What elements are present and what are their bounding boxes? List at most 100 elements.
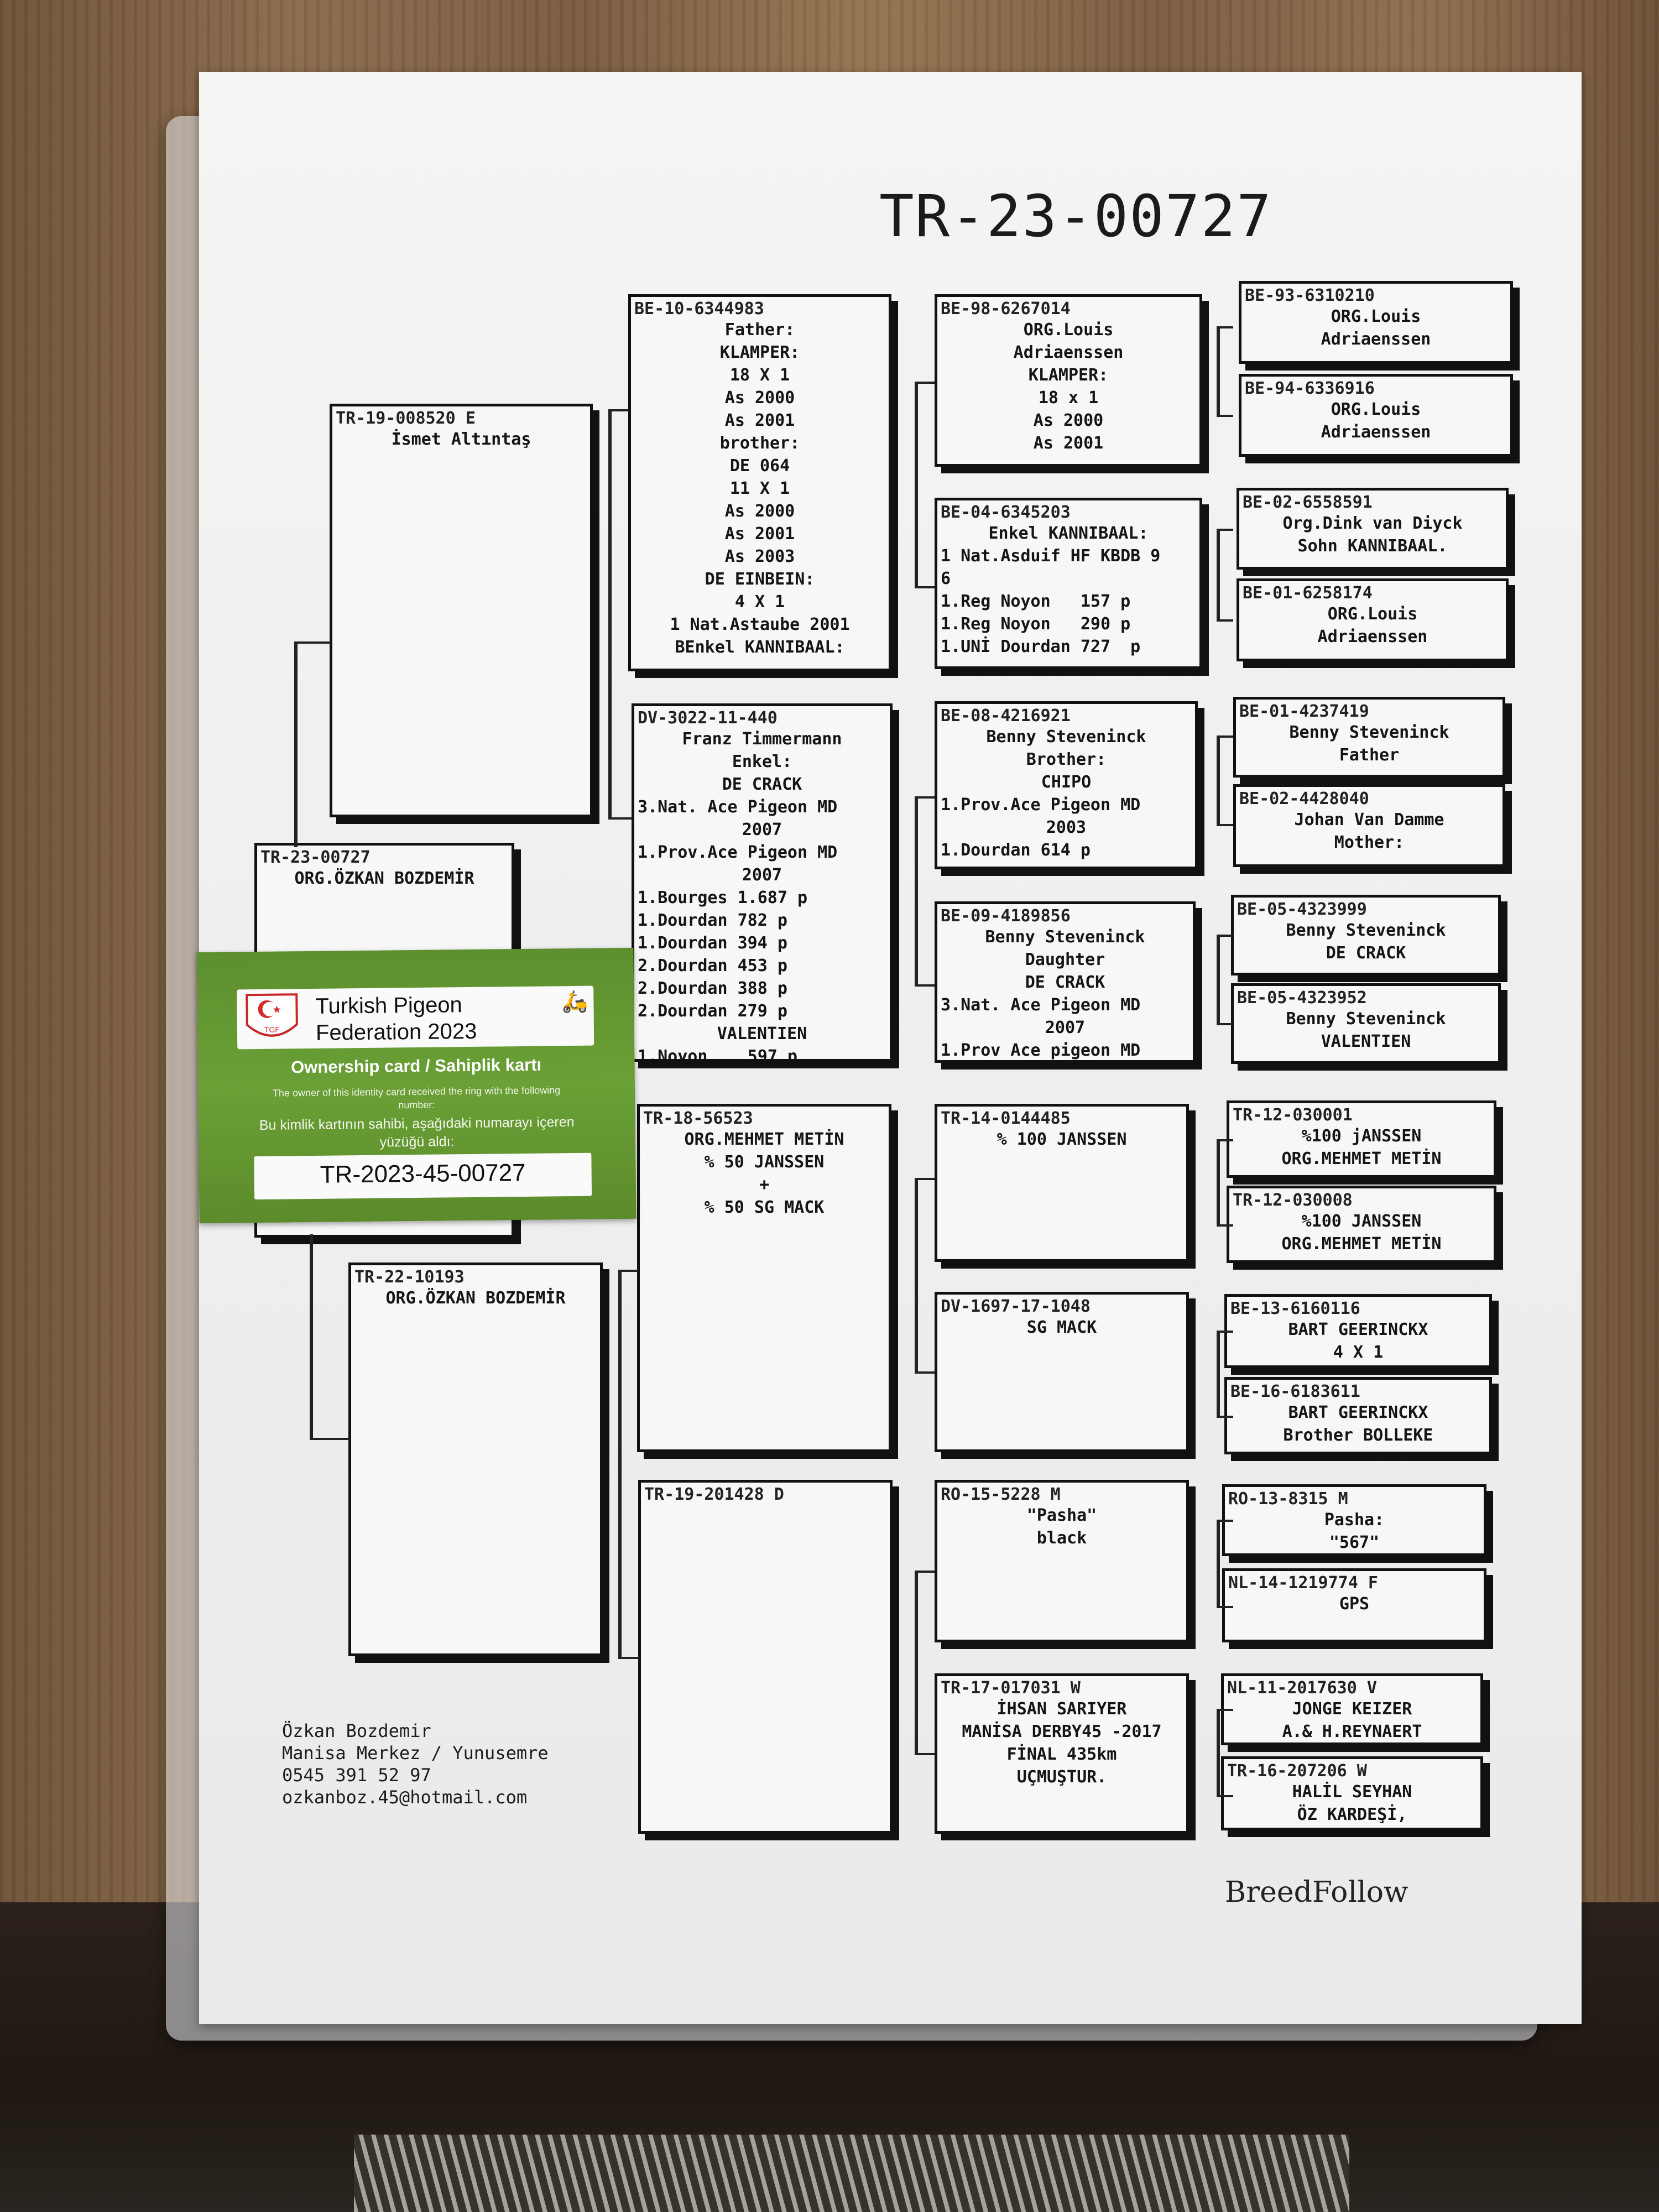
- note-line: "567": [1329, 1533, 1380, 1552]
- note-line: As 2001: [1033, 434, 1104, 453]
- ring-number: BE-94-6336916: [1245, 379, 1375, 398]
- logo-text: TGF: [264, 1025, 280, 1034]
- card-english-text: The owner of this identity card received…: [272, 1084, 561, 1111]
- note-line: 1.Dourdan 782 p: [638, 911, 787, 930]
- note-line: UÇMUŞTUR.: [1016, 1767, 1107, 1787]
- connector-line: [1217, 935, 1233, 937]
- note-line: As 2001: [724, 524, 795, 544]
- connector-line: [915, 1178, 918, 1371]
- connector-line: [1217, 1331, 1233, 1333]
- note-line: 1.Prov.Ace Pigeon MD: [941, 795, 1141, 815]
- ring-number: BE-98-6267014: [941, 299, 1071, 319]
- connector-line: [1217, 1606, 1233, 1608]
- card-number-box: TR-2023-45-00727: [254, 1152, 592, 1200]
- note-line: 2007: [1045, 1018, 1086, 1037]
- note-line: As 2003: [724, 547, 795, 566]
- note-line: Adriaenssen: [1321, 330, 1431, 349]
- ring-number: BE-05-4323952: [1237, 988, 1367, 1008]
- great-grandparent-box-7: RO-15-5228 M"Pasha"black: [935, 1480, 1189, 1642]
- pigeon-notes: SG MACK: [941, 1316, 1183, 1339]
- note-line: ORG.Louis: [1023, 320, 1114, 340]
- note-line: ORG.MEHMET METİN: [684, 1130, 844, 1149]
- note-line: Mother:: [1334, 833, 1405, 852]
- connector-line: [1217, 735, 1233, 738]
- connector-line: [618, 1657, 639, 1659]
- note-line: 1.Dourdan 394 p: [638, 933, 787, 953]
- ring-number: TR-17-017031 W: [941, 1678, 1081, 1698]
- pigeon-notes: İsmet Altıntaş: [336, 428, 587, 451]
- note-line: DE CRACK: [1326, 943, 1406, 963]
- note-line: KLAMPER:: [719, 343, 800, 362]
- owner-address: Manisa Merkez / Yunusemre: [282, 1743, 549, 1764]
- note-line: ORG.Louis: [1331, 400, 1421, 419]
- owner-contact: Özkan Bozdemir Manisa Merkez / Yunusemre…: [282, 1720, 549, 1808]
- connector-line: [1217, 1520, 1220, 1606]
- connector-line: [1217, 1520, 1233, 1522]
- note-line: Enkel:: [732, 752, 792, 771]
- note-line: Brother BOLLEKE: [1283, 1426, 1433, 1445]
- note-line: ORG.Louis: [1331, 307, 1421, 326]
- connector-line: [1217, 735, 1220, 824]
- note-line: ORG.ÖZKAN BOZDEMİR: [294, 869, 474, 888]
- note-line: 11 X 1: [729, 479, 790, 498]
- card-turkish-text: Bu kimlik kartının sahibi, aşağıdaki num…: [259, 1114, 575, 1150]
- note-line: ORG.MEHMET METİN: [1281, 1234, 1442, 1254]
- note-line: VALENTIEN: [1321, 1032, 1411, 1051]
- note-line: Pasha:: [1324, 1510, 1385, 1530]
- note-line: 3.Nat. Ace Pigeon MD: [638, 797, 838, 817]
- connector-line: [915, 1753, 935, 1755]
- pigeon-notes: Pasha: "567": [1228, 1509, 1480, 1553]
- ring-number: TR-19-008520 E: [336, 409, 476, 428]
- note-line: Enkel KANNIBAAL:: [988, 524, 1149, 543]
- note-line: % 50 JANSSEN: [704, 1152, 825, 1172]
- note-line: 2.Dourdan 279 p: [638, 1001, 787, 1021]
- note-line: 4 X 1: [1333, 1343, 1384, 1362]
- connector-line: [915, 984, 935, 987]
- note-line: 3.Nat. Ace Pigeon MD: [941, 995, 1141, 1015]
- note-line: Father: [1339, 745, 1400, 765]
- connector-line: [1217, 529, 1233, 531]
- connector-line: [1217, 1023, 1233, 1025]
- pigeon-notes: % 100 JANSSEN: [941, 1128, 1183, 1151]
- note-line: 18 x 1: [1038, 388, 1099, 408]
- note-line: 6: [941, 569, 951, 588]
- connector-line: [1217, 935, 1220, 1023]
- connector-line: [294, 641, 331, 644]
- note-line: 1.Dourdan 614 p: [941, 841, 1091, 860]
- note-line: % 50 SG MACK: [704, 1198, 825, 1217]
- note-line: GPS: [1339, 1594, 1370, 1614]
- ring-number: DV-3022-11-440: [638, 708, 778, 728]
- note-line: ORG.ÖZKAN BOZDEMİR: [385, 1288, 566, 1308]
- connector-line: [608, 409, 629, 411]
- note-line: brother:: [719, 434, 800, 453]
- note-line: A.& H.REYNAERT: [1282, 1722, 1422, 1741]
- note-line: 1 Nat.Astaube 2001: [670, 615, 850, 634]
- note-line: DE EINBEIN:: [705, 570, 815, 589]
- connector-line: [618, 1270, 622, 1657]
- connector-line: [915, 1571, 935, 1573]
